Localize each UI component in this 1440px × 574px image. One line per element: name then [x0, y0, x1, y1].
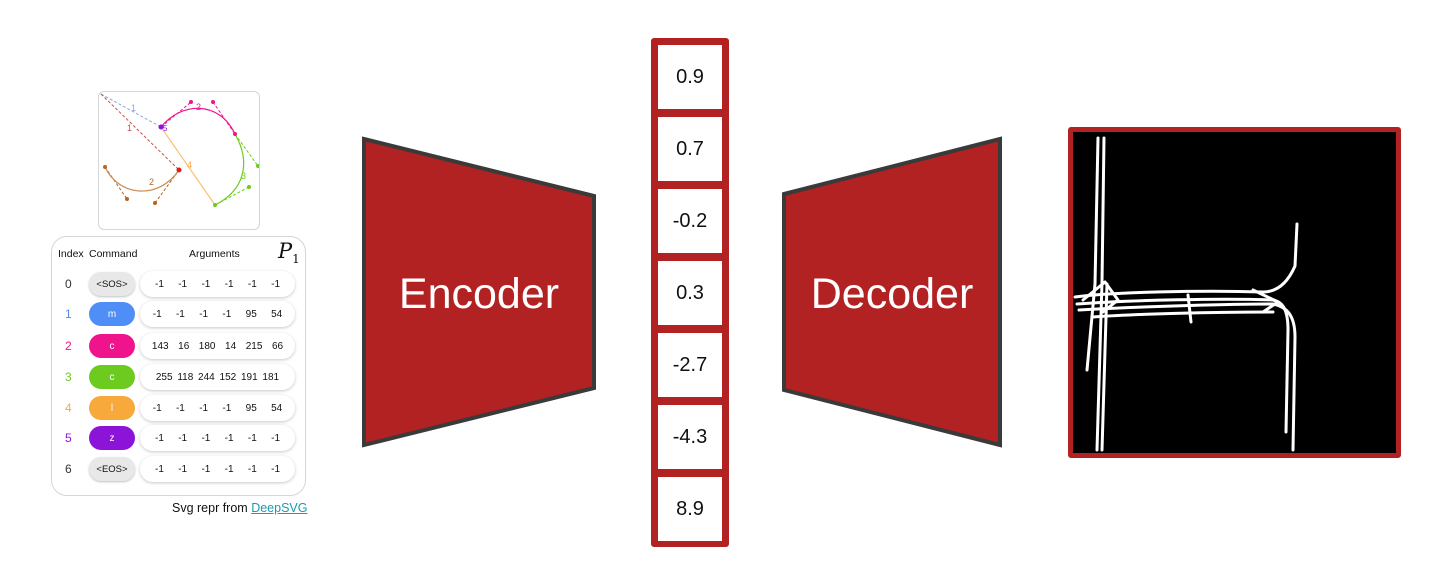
decoded-output-image: [1068, 127, 1401, 458]
svg-illustration: 1 1 5 2 4 2 3: [98, 91, 260, 230]
row-index: 3: [65, 370, 72, 384]
table-row: 6 <EOS> -1 -1 -1 -1 -1 -1: [52, 455, 305, 483]
table-row: 1 m -1 -1 -1 -1 95 54: [52, 300, 305, 328]
illus-label: 5: [163, 124, 168, 133]
illus-label: 1: [127, 123, 132, 133]
latent-cell: -4.3: [658, 405, 722, 469]
latent-cell: 0.9: [658, 45, 722, 109]
table-symbol: P1: [278, 239, 300, 266]
latent-vector: 0.9 0.7 -0.2 0.3 -2.7 -4.3 8.9: [651, 38, 729, 547]
row-arguments: -1 -1 -1 -1 95 54: [140, 395, 295, 421]
latent-cell: -0.2: [658, 189, 722, 253]
command-pill: z: [89, 426, 135, 450]
table-row: 3 c 255 118 244 152 191 181: [52, 363, 305, 391]
latent-cell: -2.7: [658, 333, 722, 397]
encoder-block: [362, 136, 596, 448]
symbol-subscript: 1: [292, 252, 300, 267]
row-arguments: -1 -1 -1 -1 95 54: [140, 301, 295, 327]
table-row: 2 c 143 16 180 14 215 66: [52, 332, 305, 360]
illus-label: 1: [131, 103, 136, 113]
encoder-label: Encoder: [398, 270, 560, 318]
path-illustration: 1 1 5 2 4 2 3: [100, 93, 259, 207]
command-pill: m: [89, 302, 135, 326]
row-index: 5: [65, 431, 72, 445]
latent-cell: 0.3: [658, 261, 722, 325]
latent-cell: 8.9: [658, 477, 722, 541]
row-arguments: -1 -1 -1 -1 -1 -1: [140, 425, 295, 451]
symbol-letter: P: [278, 239, 293, 263]
command-pill: c: [89, 334, 135, 358]
row-index: 0: [65, 277, 72, 291]
command-pill: l: [89, 396, 135, 420]
row-index: 2: [65, 339, 72, 353]
table-row: 0 <SOS> -1 -1 -1 -1 -1 -1: [52, 270, 305, 298]
command-pill: <SOS>: [89, 272, 135, 296]
table-row: 4 l -1 -1 -1 -1 95 54: [52, 394, 305, 422]
illus-label: 4: [187, 160, 192, 170]
row-arguments: 143 16 180 14 215 66: [140, 333, 295, 359]
svg-command-table: Index Command Arguments P1 0 <SOS> -1 -1…: [51, 236, 306, 496]
index-header: Index: [58, 248, 84, 260]
command-header: Command: [89, 248, 138, 260]
decoder-label: Decoder: [810, 270, 974, 318]
row-index: 6: [65, 462, 72, 476]
command-pill: <EOS>: [89, 457, 135, 481]
credit-line: Svg repr from DeepSVG: [172, 501, 307, 515]
illus-label: 3: [241, 171, 246, 181]
credit-text: Svg repr from: [172, 501, 252, 515]
deepsvg-link[interactable]: DeepSVG: [251, 501, 308, 515]
row-arguments: -1 -1 -1 -1 -1 -1: [140, 271, 295, 297]
table-row: 5 z -1 -1 -1 -1 -1 -1: [52, 424, 305, 452]
row-index: 1: [65, 307, 72, 321]
row-arguments: 255 118 244 152 191 181: [140, 364, 295, 390]
illus-label: 2: [149, 177, 154, 187]
illus-label: 2: [196, 102, 201, 112]
decoded-strokes: [1073, 136, 1299, 452]
row-index: 4: [65, 401, 72, 415]
command-pill: c: [89, 365, 135, 389]
latent-cell: 0.7: [658, 117, 722, 181]
arguments-header: Arguments: [189, 248, 240, 260]
row-arguments: -1 -1 -1 -1 -1 -1: [140, 456, 295, 482]
decoder-block: [782, 136, 1002, 448]
